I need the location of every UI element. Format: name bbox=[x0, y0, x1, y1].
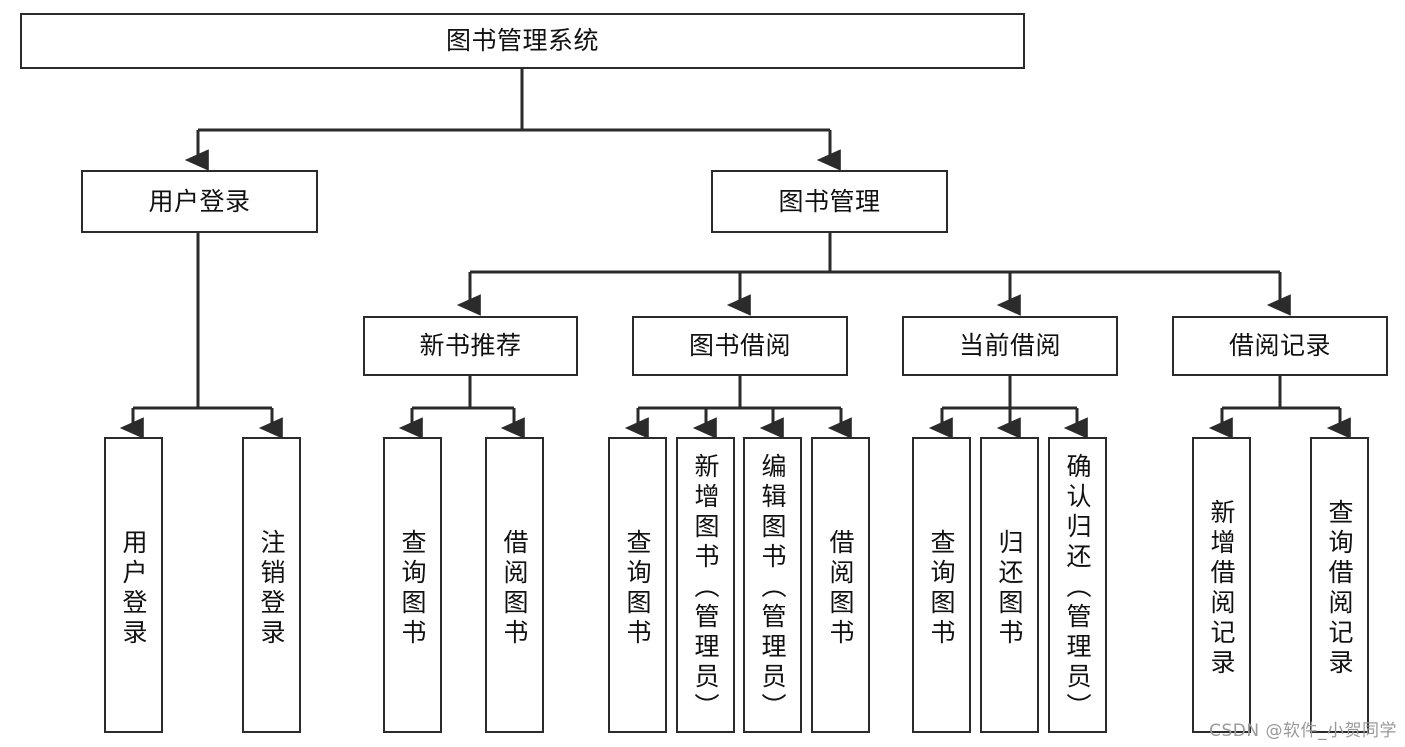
node-label: 归还图书 bbox=[995, 529, 1024, 649]
node-book-management[interactable]: 图书管理 bbox=[711, 170, 948, 233]
node-label: 查询借阅记录 bbox=[1325, 499, 1354, 679]
leaf-add-book-admin[interactable]: 新增图书（管理员） bbox=[676, 437, 735, 733]
node-label: 查询图书 bbox=[623, 529, 652, 649]
node-label: 新增借阅记录 bbox=[1207, 499, 1236, 679]
node-user-login[interactable]: 用户登录 bbox=[81, 170, 318, 233]
node-new-book-recommend[interactable]: 新书推荐 bbox=[363, 316, 578, 376]
node-label: 用户登录 bbox=[148, 186, 251, 216]
node-label: 借阅记录 bbox=[1228, 331, 1331, 360]
node-current-borrow[interactable]: 当前借阅 bbox=[902, 316, 1118, 376]
leaf-return-book[interactable]: 归还图书 bbox=[980, 437, 1039, 733]
node-root-book-management-system[interactable]: 图书管理系统 bbox=[20, 13, 1025, 69]
node-label: 新书推荐 bbox=[419, 331, 522, 360]
node-label: 注销登录 bbox=[257, 529, 286, 649]
node-label: 查询图书 bbox=[398, 529, 427, 649]
node-label: 图书借阅 bbox=[688, 331, 791, 360]
node-label: 借阅图书 bbox=[500, 529, 529, 649]
leaf-query-book-current[interactable]: 查询图书 bbox=[912, 437, 971, 733]
node-label: 确认归还（管理员） bbox=[1063, 453, 1092, 723]
node-label: 编辑图书（管理员） bbox=[758, 453, 787, 723]
leaf-query-book-newbook[interactable]: 查询图书 bbox=[383, 437, 442, 733]
leaf-user-login[interactable]: 用户登录 bbox=[104, 437, 163, 733]
watermark-text: CSDN @软件_小贺同学 bbox=[1209, 721, 1397, 741]
leaf-borrow-book-newbook[interactable]: 借阅图书 bbox=[485, 437, 544, 733]
leaf-query-borrow-record[interactable]: 查询借阅记录 bbox=[1310, 437, 1369, 733]
leaf-edit-book-admin[interactable]: 编辑图书（管理员） bbox=[743, 437, 802, 733]
node-label: 借阅图书 bbox=[826, 529, 855, 649]
node-label: 查询图书 bbox=[927, 529, 956, 649]
node-label: 新增图书（管理员） bbox=[691, 453, 720, 723]
node-borrow-record[interactable]: 借阅记录 bbox=[1172, 316, 1388, 376]
leaf-confirm-return-admin[interactable]: 确认归还（管理员） bbox=[1048, 437, 1107, 733]
leaf-borrow-book[interactable]: 借阅图书 bbox=[811, 437, 870, 733]
node-label: 图书管理 bbox=[778, 186, 881, 216]
node-label: 用户登录 bbox=[119, 529, 148, 649]
leaf-logout[interactable]: 注销登录 bbox=[242, 437, 301, 733]
leaf-query-book-borrow[interactable]: 查询图书 bbox=[608, 437, 667, 733]
node-book-borrow[interactable]: 图书借阅 bbox=[632, 316, 848, 376]
leaf-add-borrow-record[interactable]: 新增借阅记录 bbox=[1192, 437, 1251, 733]
node-label: 当前借阅 bbox=[958, 331, 1061, 360]
node-label: 图书管理系统 bbox=[445, 26, 599, 55]
